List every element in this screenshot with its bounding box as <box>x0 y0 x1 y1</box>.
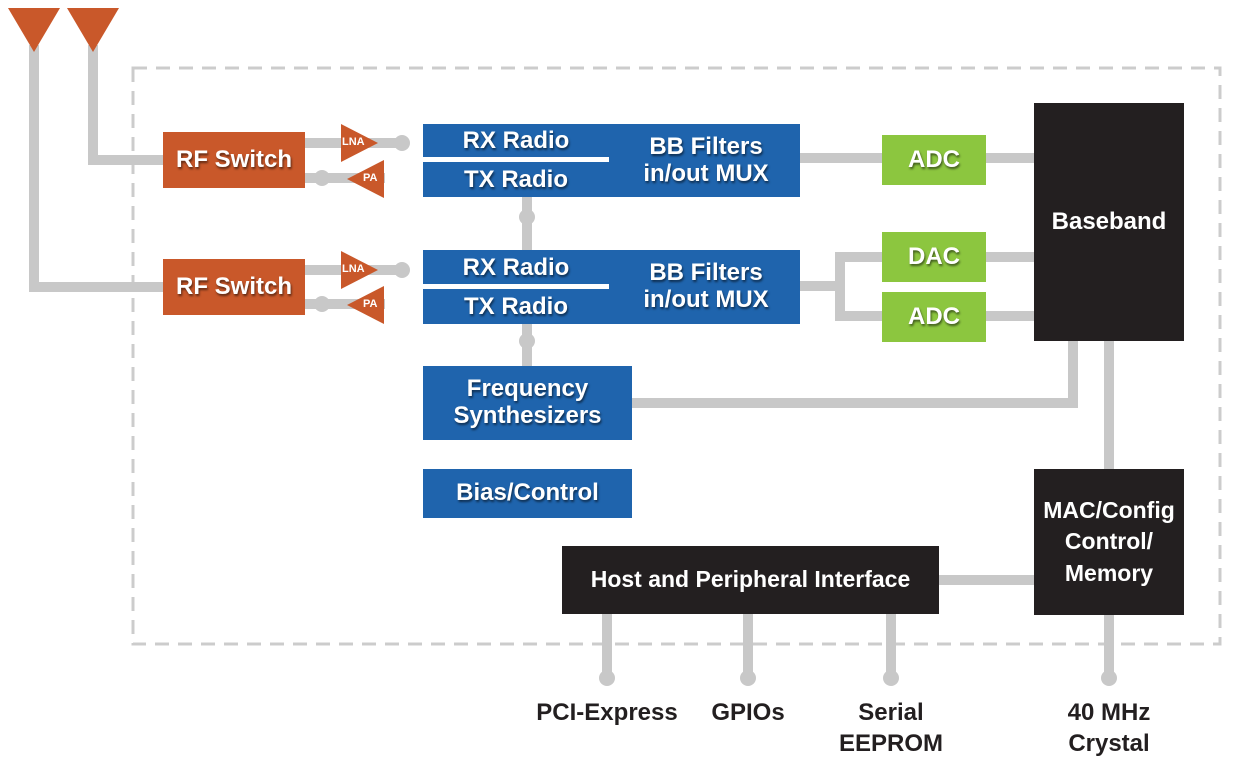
node-synth-link <box>519 333 535 349</box>
pa-2-icon <box>347 286 384 324</box>
antenna-1-icon <box>8 8 60 52</box>
host-peripheral-interface: Host and Peripheral Interface <box>562 546 939 614</box>
radio-1-divider <box>423 157 609 162</box>
antenna-1-feed <box>29 45 165 292</box>
adc-1: ADC <box>882 135 986 185</box>
wire-bb2-adc2 <box>835 286 884 321</box>
bb-filters-2: BB Filters in/out MUX <box>643 259 769 313</box>
rf-switch-2: RF Switch <box>163 259 305 315</box>
rf-switch-1: RF Switch <box>163 132 305 188</box>
serial-eeprom-label: Serial EEPROM <box>838 699 943 758</box>
node-radio-link <box>519 209 535 225</box>
antenna-2-feed <box>88 45 165 165</box>
node-pa-1 <box>314 170 330 186</box>
node-gpio <box>740 670 756 686</box>
crystal-label: 40 MHz Crystal <box>1067 699 1151 758</box>
bb-filters-1: BB Filters in/out MUX <box>643 132 769 187</box>
mac-config-memory: MAC/Config Control/ Memory <box>1034 469 1184 615</box>
node-lna-1 <box>394 135 410 151</box>
node-pci <box>599 670 615 686</box>
bias-control: Bias/Control <box>423 469 632 518</box>
lna-1-label: LNA <box>342 136 365 148</box>
rx-radio-1: RX Radio <box>462 127 570 155</box>
pa-1-label: PA <box>363 172 378 184</box>
lna-2-label: LNA <box>342 263 365 275</box>
baseband: Baseband <box>1034 103 1184 341</box>
pa-1-icon <box>347 160 384 198</box>
chip-boundary <box>131 66 1222 646</box>
tx-radio-1: TX Radio <box>463 165 568 193</box>
radio-2-divider <box>423 284 609 289</box>
tx-radio-2: TX Radio <box>463 292 568 320</box>
lna-1-icon <box>341 124 378 162</box>
node-eeprom <box>883 670 899 686</box>
node-pa-2 <box>314 296 330 312</box>
pa-2-label: PA <box>363 298 378 310</box>
adc-2: ADC <box>882 292 986 342</box>
wire-bb2-dac <box>798 252 884 291</box>
pci-express-label: PCI-Express <box>536 699 678 726</box>
node-crystal <box>1101 670 1117 686</box>
frequency-synthesizers: Frequency Synthesizers <box>423 366 632 440</box>
wire-synth-baseband <box>630 338 1078 408</box>
dac: DAC <box>882 232 986 282</box>
rx-radio-2: RX Radio <box>462 253 570 281</box>
antenna-2-icon <box>67 8 119 52</box>
node-lna-2 <box>394 262 410 278</box>
gpios-label: GPIOs <box>711 699 785 726</box>
lna-2-icon <box>341 251 378 289</box>
